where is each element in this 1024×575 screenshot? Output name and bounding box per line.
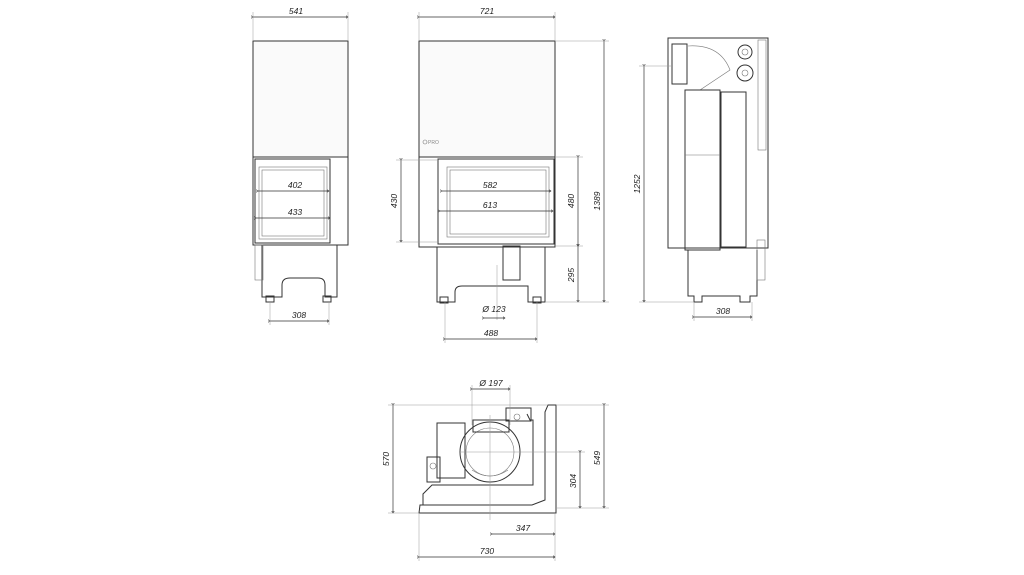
upper-casing <box>252 40 349 158</box>
side-panel <box>436 422 466 479</box>
firebox <box>684 89 721 251</box>
air-intake <box>502 245 521 281</box>
door-frame <box>437 158 555 245</box>
firebox <box>252 156 349 246</box>
dim-glass-outer: 613 <box>483 200 497 210</box>
outer-frame <box>418 404 557 514</box>
top-view: Ø 197 570 549 304 347 730 <box>381 378 609 561</box>
dim-glass-inner: 582 <box>483 180 497 190</box>
dim-glass-outer: 433 <box>288 207 302 217</box>
front-view: PRO 721 582 613 430 480 295 1389 Ø 123 4… <box>389 6 609 343</box>
side-view: 1252 308 <box>632 37 769 321</box>
dim-width: 541 <box>289 6 303 16</box>
door-frame <box>254 158 331 244</box>
casing <box>667 37 769 249</box>
dim-side-depth: 549 <box>592 451 602 465</box>
firebox <box>418 156 556 248</box>
upper-casing <box>418 40 556 158</box>
dim-flue-diameter: Ø 123 <box>481 304 505 314</box>
dim-legs: 308 <box>292 310 306 320</box>
dim-width: 721 <box>480 6 494 16</box>
right-bracket <box>505 407 532 422</box>
left-bracket <box>426 456 441 483</box>
dim-base-height: 295 <box>566 268 576 283</box>
dim-legs: 308 <box>716 306 730 316</box>
logo: PRO <box>428 140 439 146</box>
dim-glass-height: 430 <box>389 194 399 208</box>
dim-legs: 488 <box>484 328 498 338</box>
dim-glass-inner: 402 <box>288 180 302 190</box>
dim-flue-diameter: Ø 197 <box>478 378 502 388</box>
base-legs <box>261 245 338 298</box>
dim-flue-offset-x: 347 <box>516 523 530 533</box>
glass <box>446 166 550 238</box>
glass <box>258 166 328 240</box>
dim-flue-offset-y: 304 <box>568 474 578 488</box>
dim-total-height: 1389 <box>592 191 602 210</box>
dim-width: 730 <box>480 546 494 556</box>
front-side-view: 541 402 433 308 <box>253 6 348 325</box>
dim-door-height: 480 <box>566 194 576 208</box>
dim-height: 1252 <box>632 174 642 193</box>
dim-depth: 570 <box>381 452 391 466</box>
base-legs <box>436 247 546 303</box>
